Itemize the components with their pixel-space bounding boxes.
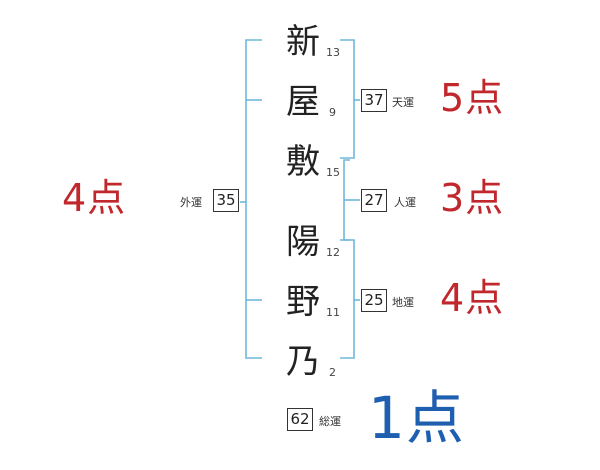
tenun-value-box: 37: [361, 89, 387, 112]
gaiun-score: 4点: [62, 176, 127, 220]
stroke-count-3: 15: [326, 166, 340, 179]
gaiun-value-box: 35: [213, 189, 239, 212]
souun-score: 1点: [368, 384, 465, 452]
tenun-bracket: [340, 39, 355, 159]
stroke-count-2: 9: [329, 106, 336, 119]
stroke-count-1: 13: [326, 46, 340, 59]
gaiun-label: 外運: [180, 196, 202, 209]
stroke-count-4: 12: [326, 246, 340, 259]
name-char-1: 新: [286, 22, 320, 62]
chiun-value-box: 25: [361, 289, 387, 312]
name-char-2: 屋: [286, 82, 320, 122]
outer-bracket: [245, 39, 262, 359]
stroke-count-6: 2: [329, 366, 336, 379]
name-char-4: 陽: [286, 222, 320, 262]
chiun-bracket: [340, 239, 355, 359]
souun-label: 総運: [319, 415, 341, 428]
tenun-score: 5点: [440, 76, 505, 120]
jinun-score: 3点: [440, 176, 505, 220]
name-char-3: 敷: [286, 142, 320, 182]
stroke-count-5: 11: [326, 306, 340, 319]
tenun-label: 天運: [392, 96, 414, 109]
jinun-value-box: 27: [361, 189, 387, 212]
jinun-label: 人運: [394, 196, 416, 209]
name-char-6: 乃: [286, 342, 320, 382]
souun-value-box: 62: [287, 408, 313, 431]
chiun-label: 地運: [392, 296, 414, 309]
name-char-5: 野: [286, 282, 320, 322]
chiun-score: 4点: [440, 276, 505, 320]
